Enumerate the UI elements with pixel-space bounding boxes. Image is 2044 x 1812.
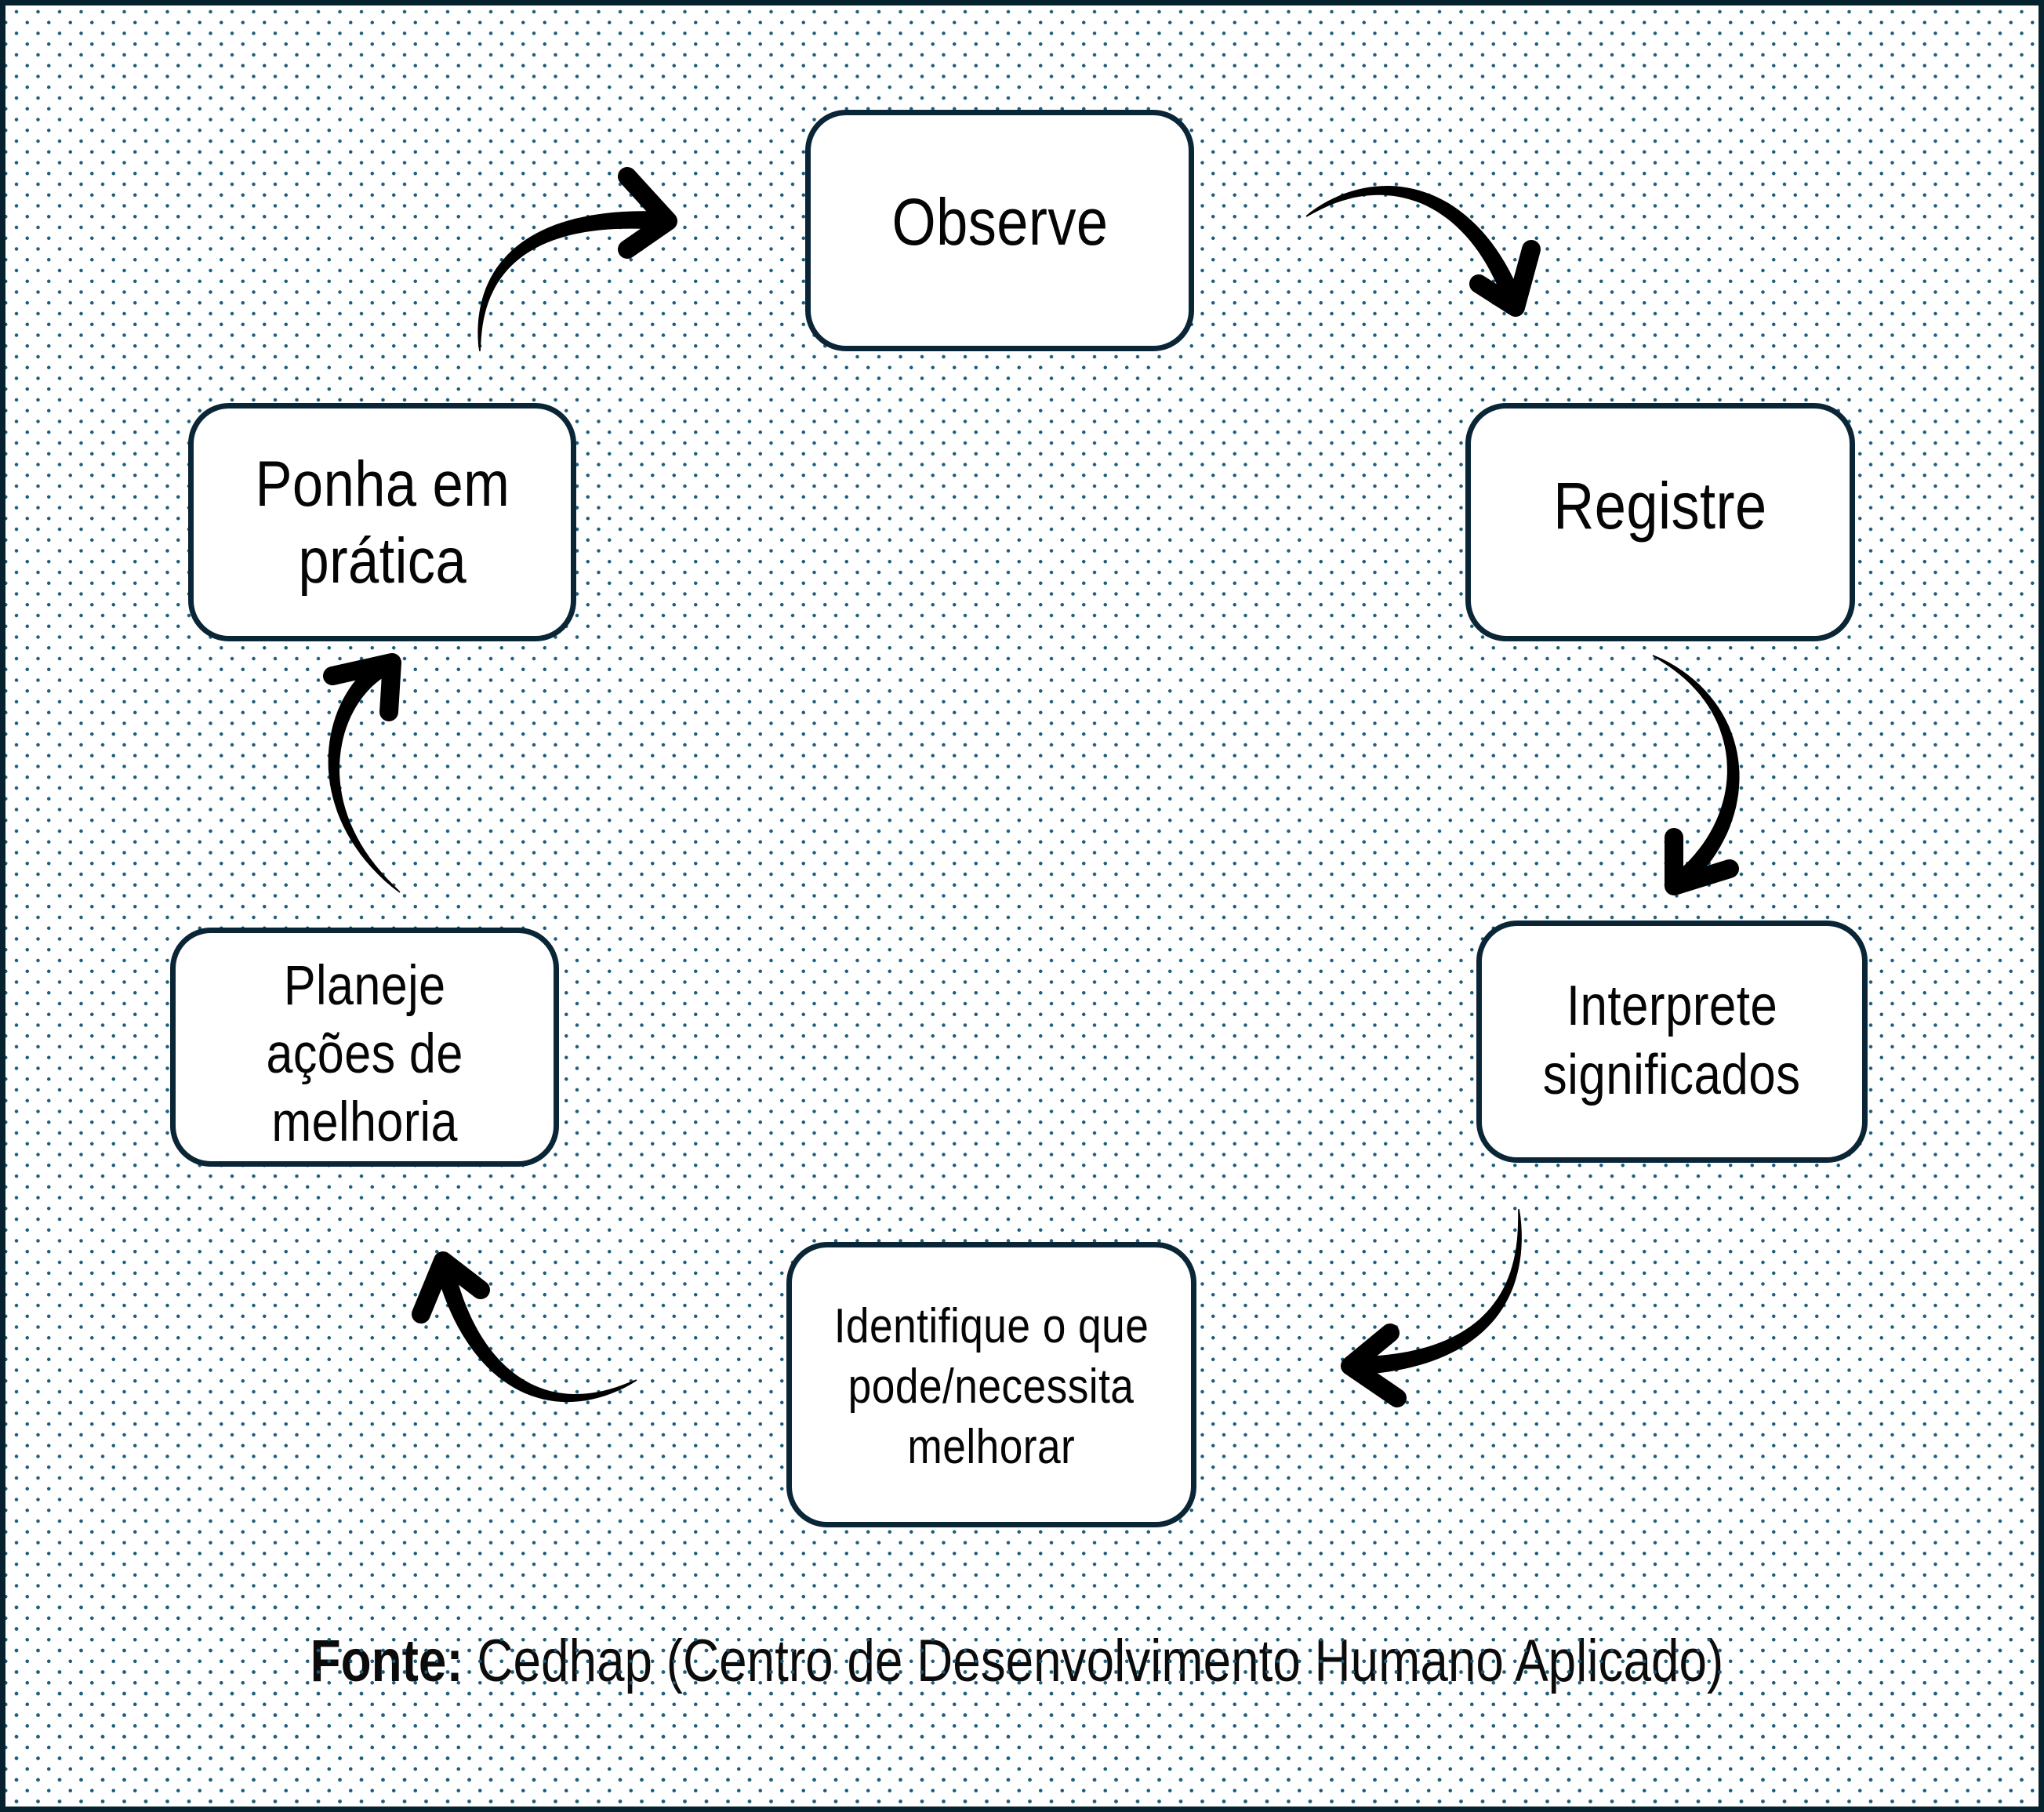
arrowhead-icon [618,167,677,259]
step-label-line-2: significados [1543,1044,1801,1106]
step-box-ponha: Ponha em prática [188,403,576,641]
arrow-shaft [477,211,669,351]
arrowhead-icon [412,1251,490,1324]
arrow-planeje-to-ponha [323,653,401,893]
step-box-planeje: Planeje ações de melhoria [170,928,559,1167]
step-label-line-2: prática [298,525,467,597]
arrow-interprete-to-identifique [1341,1208,1522,1407]
arrowhead-icon [1469,240,1541,317]
arrow-ponha-to-observe [477,167,677,351]
arrow-shaft [1305,186,1525,310]
step-label-line-3: melhoria [271,1091,458,1153]
arrow-shaft [434,1258,637,1403]
step-box-interprete: Interprete significados [1476,921,1868,1163]
arrow-shaft [1652,655,1740,894]
arrowhead-icon [1341,1324,1407,1407]
step-box-observe: Observe [805,110,1194,351]
arrow-registre-to-interprete [1652,655,1740,895]
arrow-shaft [1349,1208,1522,1375]
source-caption: Fonte: Cedhap (Centro de Desenvolvimento… [5,1622,2039,1701]
arrowhead-icon [323,653,401,721]
arrow-observe-to-registre [1305,186,1541,317]
step-label-line-1: Interprete [1566,975,1778,1037]
step-label: Observe [891,185,1109,259]
step-label: Registre [1553,469,1767,543]
source-text: Cedhap (Centro de Desenvolvimento Humano… [463,1628,1723,1694]
step-label-line-1: Planeje [283,955,446,1017]
arrow-shaft [328,654,401,893]
step-label-line-2: ações de [266,1023,463,1085]
step-box-registre: Registre [1465,403,1855,641]
step-label-line-1: Identifique o que [833,1299,1149,1353]
step-box-identifique: Identifique o que pode/necessita melhora… [786,1242,1196,1527]
source-label: Fonte: [310,1628,463,1694]
step-label-line-1: Ponha em [255,448,510,520]
arrow-identifique-to-planeje [412,1251,637,1403]
arrowhead-icon [1665,828,1739,895]
step-label-line-3: melhorar [907,1420,1076,1474]
step-label-line-2: pode/necessita [848,1360,1135,1414]
